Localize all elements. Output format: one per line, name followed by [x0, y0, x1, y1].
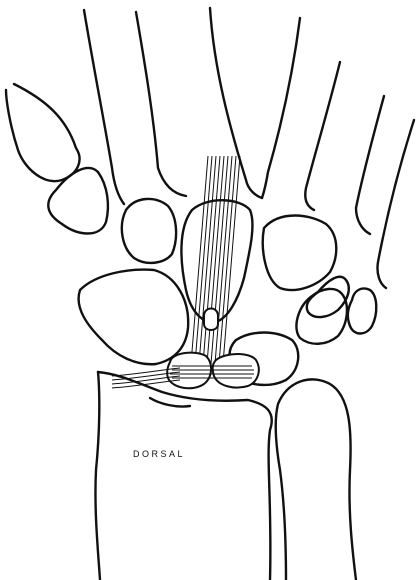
metacarpal-ring [305, 62, 340, 210]
radius-articular-surface [98, 372, 272, 580]
capitate [181, 200, 252, 322]
metacarpal-middle-ulnar-edge [262, 18, 300, 198]
radius [95, 372, 100, 580]
pisiform [348, 288, 376, 333]
dorsal-label: DORSAL [133, 449, 185, 459]
trapezoid [122, 199, 176, 263]
ulna [276, 379, 356, 580]
metacarpal-index [84, 10, 124, 204]
metacarpal-middle [210, 8, 262, 198]
trapezium [48, 168, 108, 233]
hamate [263, 216, 336, 291]
metacarpal-small-ulnar-edge [377, 120, 414, 288]
radius-styloid-edge [150, 398, 190, 407]
metacarpals [6, 8, 414, 288]
graft-anchor-loop [204, 309, 218, 331]
forearm-bones [95, 372, 356, 580]
scaphoid [79, 270, 189, 365]
metacarpal-thumb [6, 84, 80, 181]
hamate-hook [307, 277, 349, 317]
graft-knot-right [213, 354, 259, 388]
metacarpal-small [356, 96, 384, 234]
metacarpal-index-ulnar-edge [136, 12, 186, 196]
tendon-graft [112, 156, 259, 388]
